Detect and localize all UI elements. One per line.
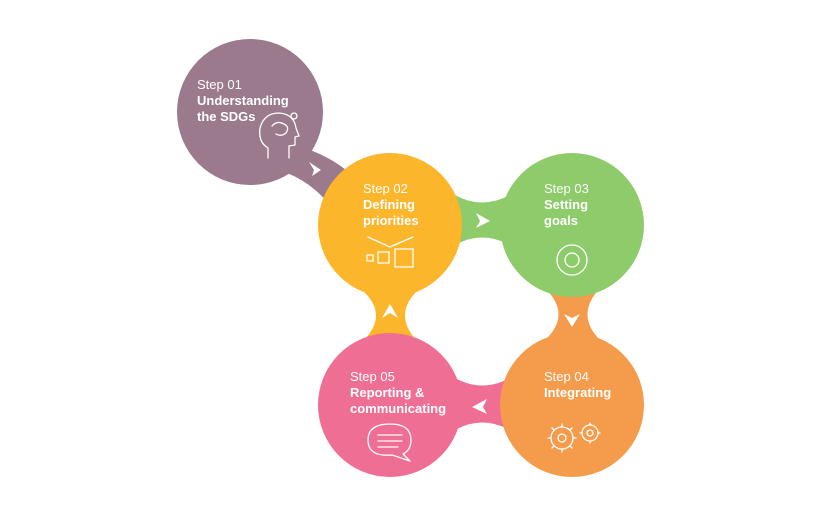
arrow-step3-to-step4 (564, 314, 580, 327)
connector-step5-step2 (362, 290, 418, 342)
step-01: Step 01 Understanding the SDGs (177, 39, 323, 185)
step-05-title-line2: communicating (350, 401, 446, 416)
step-05: Step 05 Reporting & communicating (318, 333, 462, 477)
step-02-title-line1: Defining (363, 197, 415, 212)
step-05-circle (318, 333, 462, 477)
step-02: Step 02 Defining priorities (318, 153, 462, 297)
step-02-circle (318, 153, 462, 297)
step-03-number: Step 03 (544, 181, 589, 196)
target-icon (556, 244, 588, 276)
step-04-circle (500, 333, 644, 477)
step-02-title-line2: priorities (363, 213, 419, 228)
step-03: Step 03 Setting goals (500, 153, 644, 297)
arrow-step4-to-step5 (472, 399, 487, 414)
priority-boxes-icon (366, 236, 414, 268)
connector-step3-step4 (545, 288, 600, 340)
arrow-step2-to-step3 (476, 213, 490, 228)
step-03-title-line1: Setting (544, 197, 588, 212)
step-01-number: Step 01 (197, 77, 242, 92)
step-01-title-line1: Understanding (197, 93, 289, 108)
step-01-circle (177, 39, 323, 185)
step-05-title-line1: Reporting & (350, 385, 424, 400)
arrow-step5-to-step2 (382, 304, 398, 318)
chat-bubble-icon (367, 423, 412, 462)
step-04-title-line1: Integrating (544, 385, 611, 400)
step-03-title-line2: goals (544, 213, 578, 228)
head-idea-icon (259, 112, 300, 159)
step-03-circle (500, 153, 644, 297)
step-02-number: Step 02 (363, 181, 408, 196)
gears-icon (547, 422, 601, 453)
step-04: Step 04 Integrating (500, 333, 644, 477)
arrow-step1-to-step2 (309, 162, 321, 176)
step-04-number: Step 04 (544, 369, 589, 384)
step-01-title-line2: the SDGs (197, 109, 256, 124)
step-05-number: Step 05 (350, 369, 395, 384)
